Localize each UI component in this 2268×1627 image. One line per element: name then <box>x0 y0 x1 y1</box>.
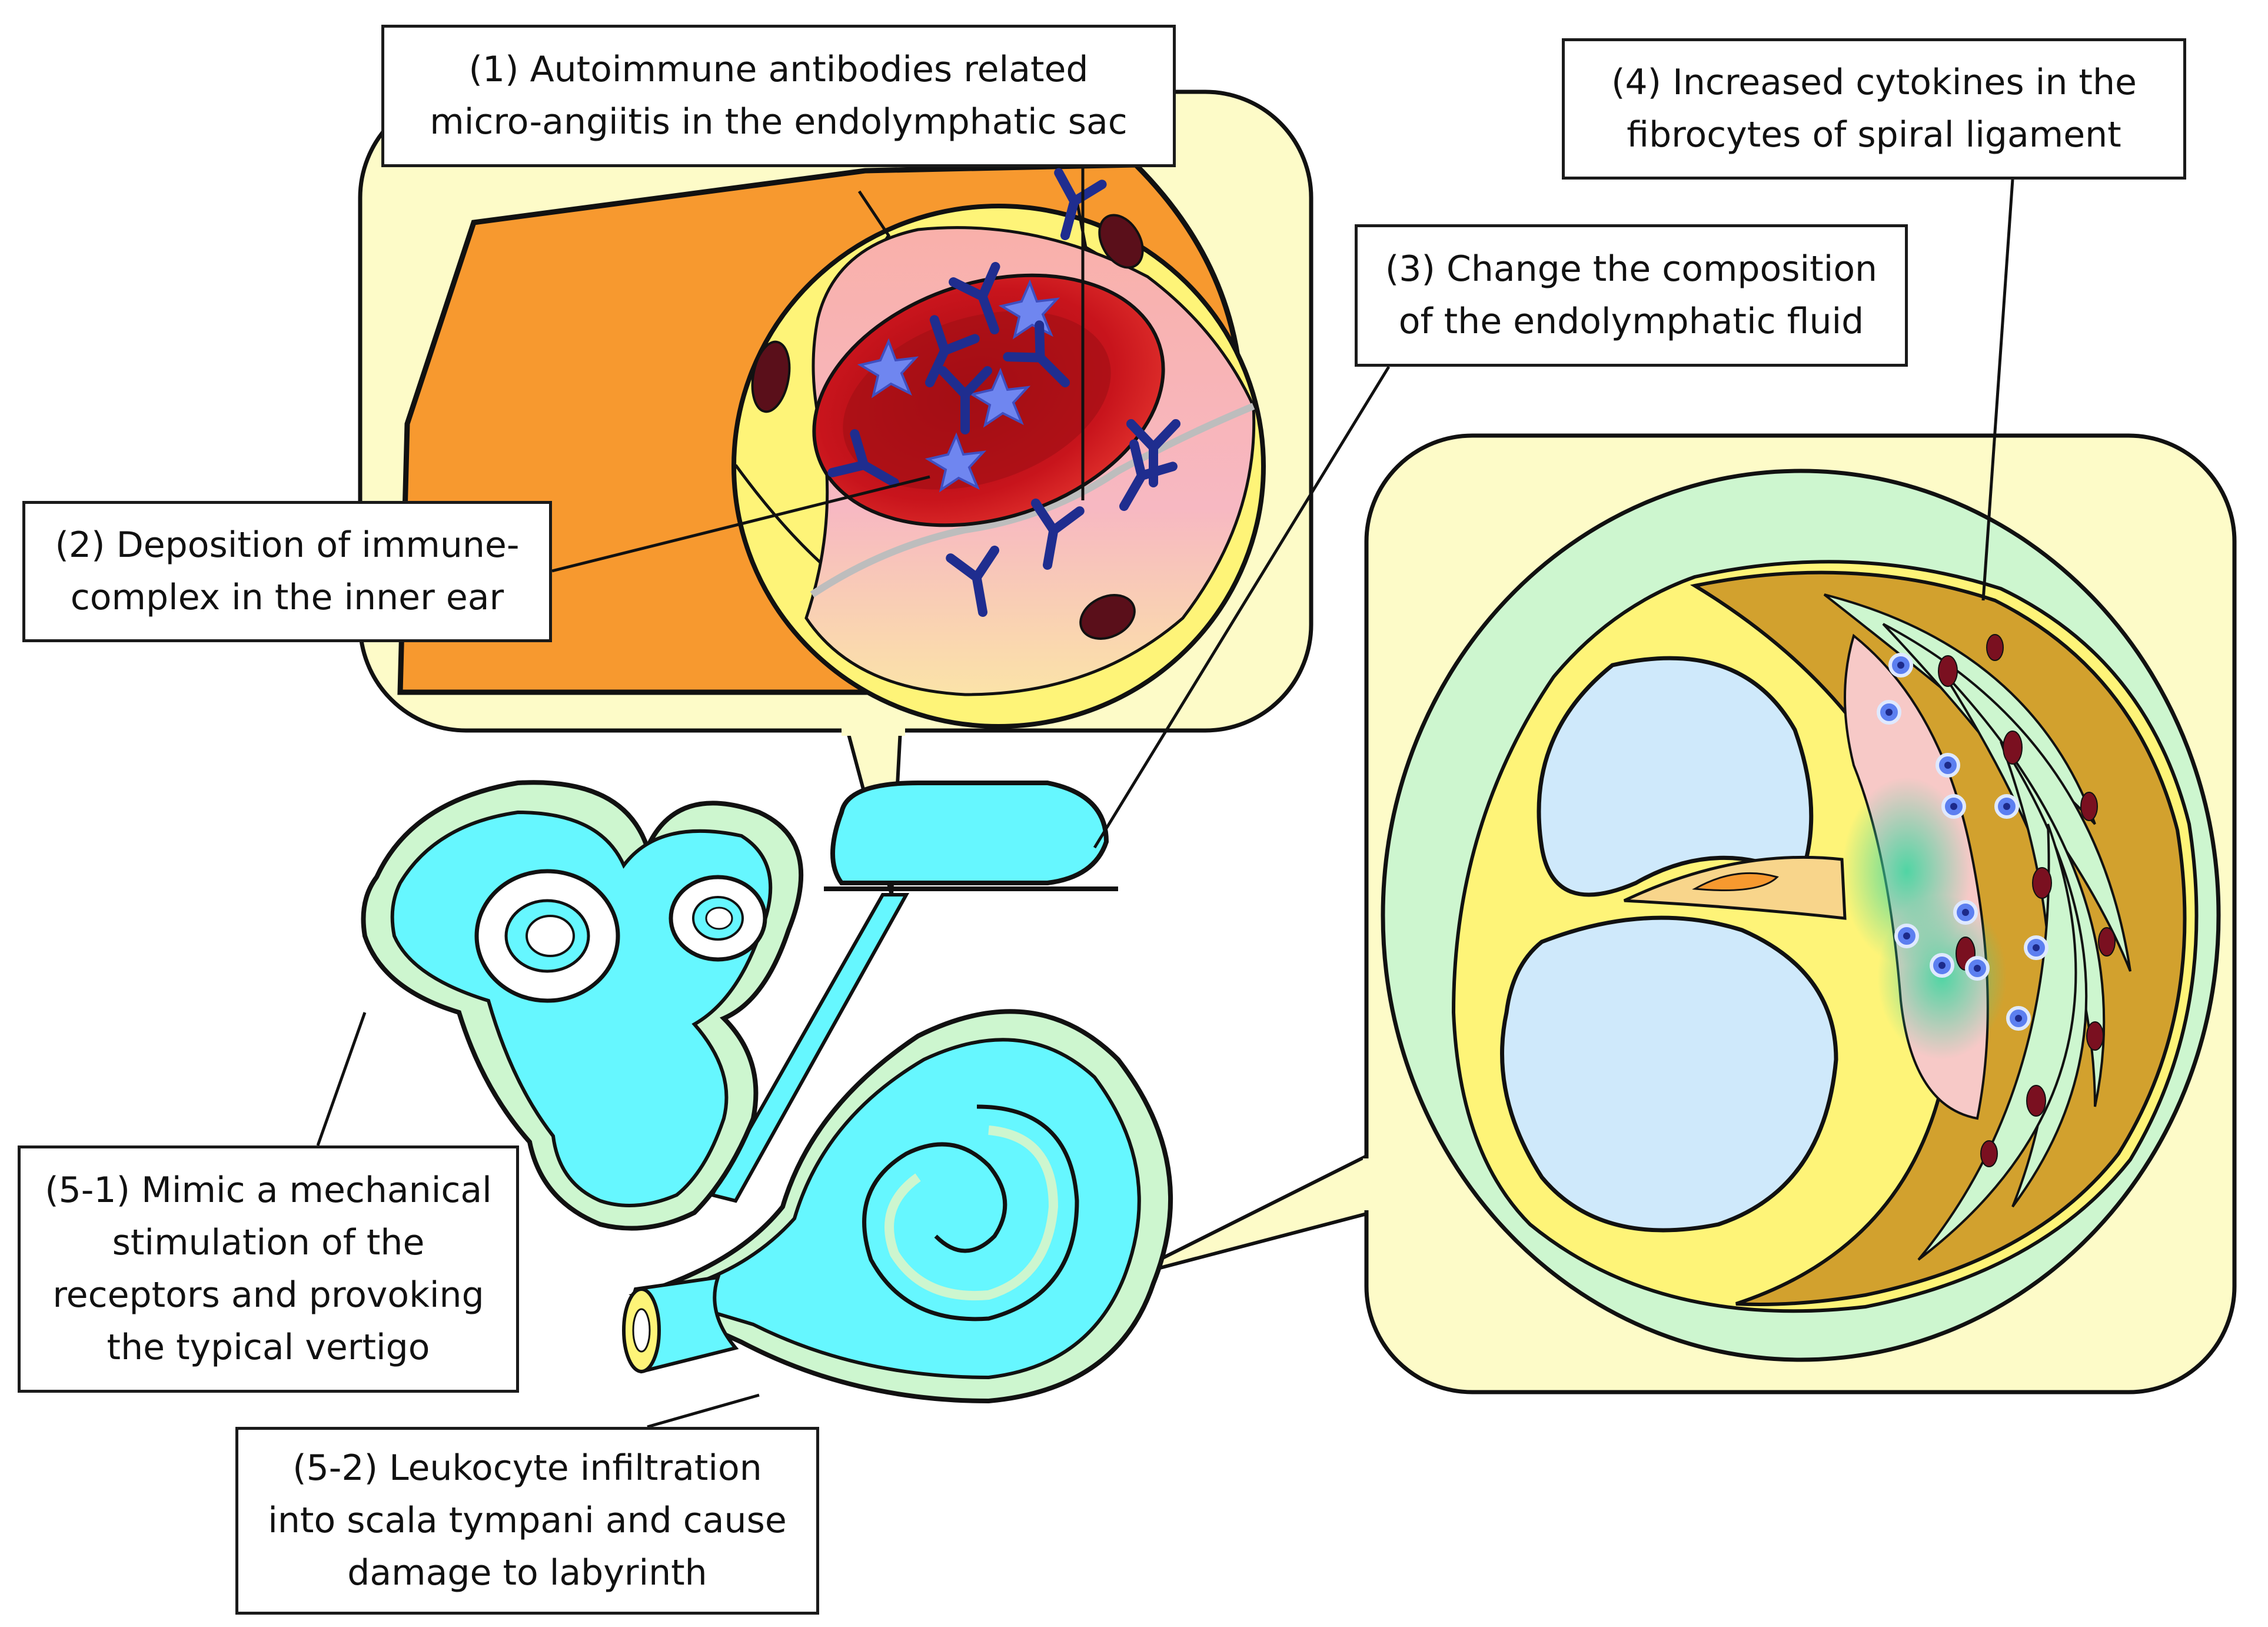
label-line: the typical vertigo <box>107 1327 430 1368</box>
label-line: (5-1) Mimic a mechanical <box>45 1170 492 1211</box>
label-autoimmune-antibodies: (1) Autoimmune antibodies related micro-… <box>381 25 1176 167</box>
endothelial-nucleus <box>751 340 791 413</box>
endolymphatic-duct <box>709 893 910 1203</box>
leader-line-5-2 <box>647 1393 760 1429</box>
label-line: fibrocytes of spiral ligament <box>1627 114 2121 155</box>
label-line: (4) Increased cytokines in the <box>1611 62 2137 103</box>
leader-line-4 <box>1981 179 2014 601</box>
label-line: (3) Change the composition <box>1385 248 1878 290</box>
endothelial-nucleus <box>1098 214 1144 269</box>
label-increased-cytokines: (4) Increased cytokines in the fibrocyte… <box>1562 38 2186 180</box>
endolymphatic-sac <box>830 781 1109 885</box>
leader-lines <box>316 167 2014 1429</box>
leader-line-3 <box>1093 366 1391 849</box>
inner-ear-labyrinth <box>361 780 1173 1404</box>
scala-tympani <box>1500 915 1838 1233</box>
leader-line-2 <box>551 475 930 573</box>
label-line: (1) Autoimmune antibodies related <box>468 49 1089 90</box>
endothelial-nucleus <box>1079 594 1136 640</box>
leader-line-5-1 <box>316 1012 367 1146</box>
label-mechanical-stimulation: (5-1) Mimic a mechanical stimulation of … <box>18 1145 519 1393</box>
label-immune-complex-deposition: (2) Deposition of immune- complex in the… <box>22 501 552 642</box>
cochlea-callout <box>1123 433 2237 1394</box>
vessel-cross-section <box>731 173 1266 729</box>
label-line: stimulation of the <box>112 1222 425 1263</box>
label-line: micro-angiitis in the endolymphatic sac <box>430 101 1128 142</box>
label-line: receptors and provoking <box>52 1274 484 1316</box>
label-line: (2) Deposition of immune- <box>55 524 520 566</box>
label-line: damage to labyrinth <box>347 1552 707 1593</box>
label-line: into scala tympani and cause <box>268 1500 787 1541</box>
label-line: complex in the inner ear <box>70 577 504 618</box>
fibrocyte-nuclei <box>1938 634 2116 1167</box>
label-line: (5-2) Leukocyte infiltration <box>292 1447 762 1489</box>
fibrocyte-bands <box>1823 593 2131 1261</box>
label-line: of the endolymphatic fluid <box>1398 301 1864 342</box>
vessel-callout <box>358 89 1313 895</box>
label-endolymphatic-fluid: (3) Change the composition of the endoly… <box>1355 224 1908 367</box>
label-leukocyte-infiltration: (5-2) Leukocyte infiltration into scala … <box>235 1427 819 1615</box>
scala-vestibuli <box>1537 656 1814 897</box>
